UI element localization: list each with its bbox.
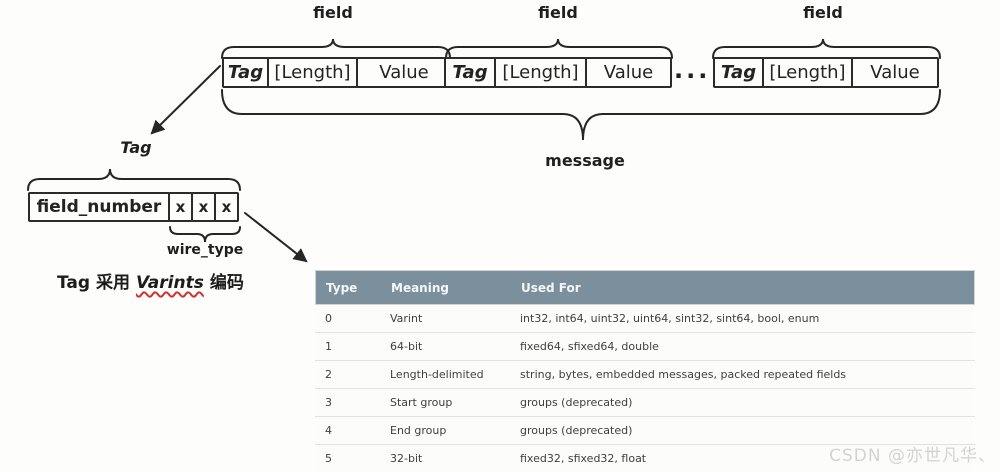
field-number-cell: field_number	[28, 192, 170, 222]
cell-meaning: 32-bit	[390, 452, 423, 465]
tag-cell: Tag	[222, 57, 269, 88]
cell-meaning: End group	[390, 424, 447, 437]
cell-used-for: groups (deprecated)	[520, 424, 633, 437]
cell-type: 3	[325, 396, 332, 409]
header-used-for: Used For	[521, 280, 581, 295]
table-row: 3 Start group groups (deprecated)	[315, 389, 975, 417]
wire-type-bit-cell: x	[191, 192, 216, 222]
header-type: Type	[326, 280, 358, 295]
field-brace-2	[445, 38, 673, 59]
field-brace-3	[712, 38, 941, 59]
value-cell: Value	[585, 57, 672, 88]
table-row: 0 Varint int32, int64, uint32, uint64, s…	[315, 305, 975, 333]
wire-type-label: wire_type	[166, 242, 244, 258]
length-cell: [Length]	[267, 57, 358, 88]
table-row: 1 64-bit fixed64, sfixed64, double	[315, 333, 975, 361]
table-header-row: Type Meaning Used For	[315, 270, 975, 305]
cell-meaning: Start group	[390, 396, 453, 409]
value-cell: Value	[356, 57, 452, 88]
field-label-3: field	[803, 3, 843, 22]
cell-used-for: groups (deprecated)	[520, 396, 633, 409]
length-cell: [Length]	[494, 57, 587, 88]
cell-meaning: Length-delimited	[390, 368, 484, 381]
wire-type-brace	[169, 226, 241, 243]
table-row: 5 32-bit fixed32, sfixed32, float	[315, 445, 975, 472]
tag-breakdown-box: field_number x x x	[28, 192, 239, 222]
cell-type: 5	[325, 452, 332, 465]
tag-cell: Tag	[444, 57, 496, 88]
field-group-2: Tag [Length] Value	[444, 57, 672, 88]
table-row: 2 Length-delimited string, bytes, embedd…	[315, 361, 975, 389]
field-brace-1	[221, 38, 451, 59]
cell-used-for: fixed32, sfixed32, float	[520, 452, 647, 465]
note-suffix: 编码	[209, 273, 244, 293]
ellipsis: ...	[674, 56, 711, 84]
wire-type-table: Type Meaning Used For 0 Varint int32, in…	[315, 270, 975, 472]
value-cell: Value	[851, 57, 939, 88]
cell-type: 4	[325, 424, 332, 437]
field-label-1: field	[313, 3, 353, 22]
table-row: 4 End group groups (deprecated)	[315, 417, 975, 445]
header-meaning: Meaning	[391, 280, 449, 295]
wire-type-bit-cell: x	[168, 192, 193, 222]
message-label: message	[545, 151, 625, 170]
field-group-3: Tag [Length] Value	[713, 57, 939, 88]
length-cell: [Length]	[762, 57, 853, 88]
table-arrow	[244, 212, 308, 263]
message-brace	[221, 89, 941, 141]
cell-used-for: int32, int64, uint32, uint64, sint32, si…	[520, 312, 820, 325]
tag-label: Tag	[120, 138, 152, 157]
note-varints: Varints	[135, 273, 204, 293]
cell-type: 0	[325, 312, 332, 325]
field-label-2: field	[538, 3, 578, 22]
wire-type-bit-cell: x	[214, 192, 239, 222]
cell-used-for: fixed64, sfixed64, double	[520, 340, 659, 353]
csdn-watermark: CSDN @亦世凡华、	[829, 446, 996, 466]
cell-type: 2	[325, 368, 332, 381]
cell-type: 1	[325, 340, 332, 353]
cell-meaning: Varint	[390, 312, 423, 325]
field-group-1: Tag [Length] Value	[222, 57, 452, 88]
cell-used-for: string, bytes, embedded messages, packed…	[520, 368, 847, 381]
cell-meaning: 64-bit	[390, 340, 423, 353]
tag-cell: Tag	[713, 57, 764, 88]
tag-arrow	[150, 65, 221, 135]
tag-brace	[27, 168, 241, 191]
note-prefix: Tag 采用	[57, 273, 130, 293]
